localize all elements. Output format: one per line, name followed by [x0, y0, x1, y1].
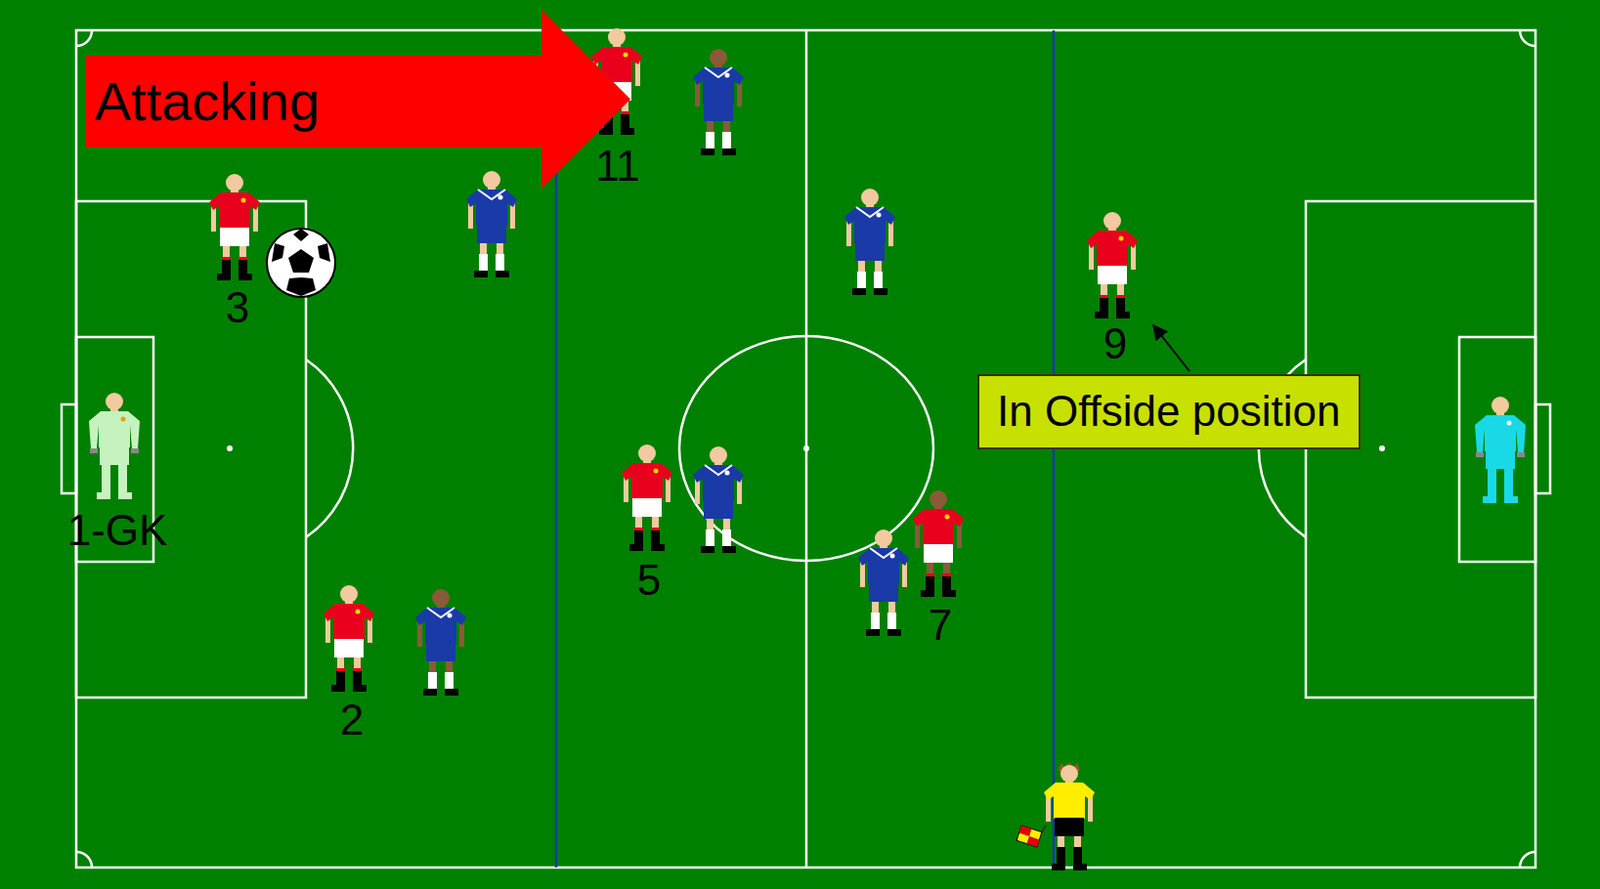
node-text: Attacking: [94, 71, 320, 132]
player-number: 3: [225, 286, 250, 330]
blue-player: [858, 529, 909, 637]
blue-player: [692, 446, 744, 554]
penalty-spot: [1379, 445, 1385, 452]
blue-player: [692, 48, 744, 156]
player-number: 11: [595, 144, 641, 188]
assistant-referee: [1043, 762, 1095, 871]
player-number: 9: [1103, 322, 1127, 366]
player-number: 7: [928, 604, 952, 648]
goalkeeper: [88, 392, 140, 500]
red-player: [621, 444, 673, 552]
arrow-fill: [85, 9, 631, 189]
player-number: 2: [340, 698, 364, 742]
pitch-lines: [61, 30, 1551, 868]
blue-player: [844, 188, 896, 296]
callout-box: In Offside position: [977, 374, 1361, 450]
blue-player: [415, 589, 467, 696]
node-text: In Offside position: [996, 388, 1341, 435]
goalkeeper: [1474, 396, 1526, 504]
attack-arrow: Attacking: [85, 9, 631, 189]
soccer-ball: [266, 228, 336, 298]
player-number: 1-GK: [67, 509, 169, 553]
red-player: [912, 490, 964, 598]
red-player: [323, 585, 375, 692]
red-player: [209, 173, 260, 281]
penalty-spot: [226, 445, 233, 452]
player-number: 5: [637, 559, 661, 603]
center-spot: [803, 445, 810, 452]
referee-flag: [1016, 825, 1046, 848]
red-player: [1086, 212, 1138, 319]
leader-line: [1153, 325, 1190, 372]
blue-player: [466, 171, 518, 278]
